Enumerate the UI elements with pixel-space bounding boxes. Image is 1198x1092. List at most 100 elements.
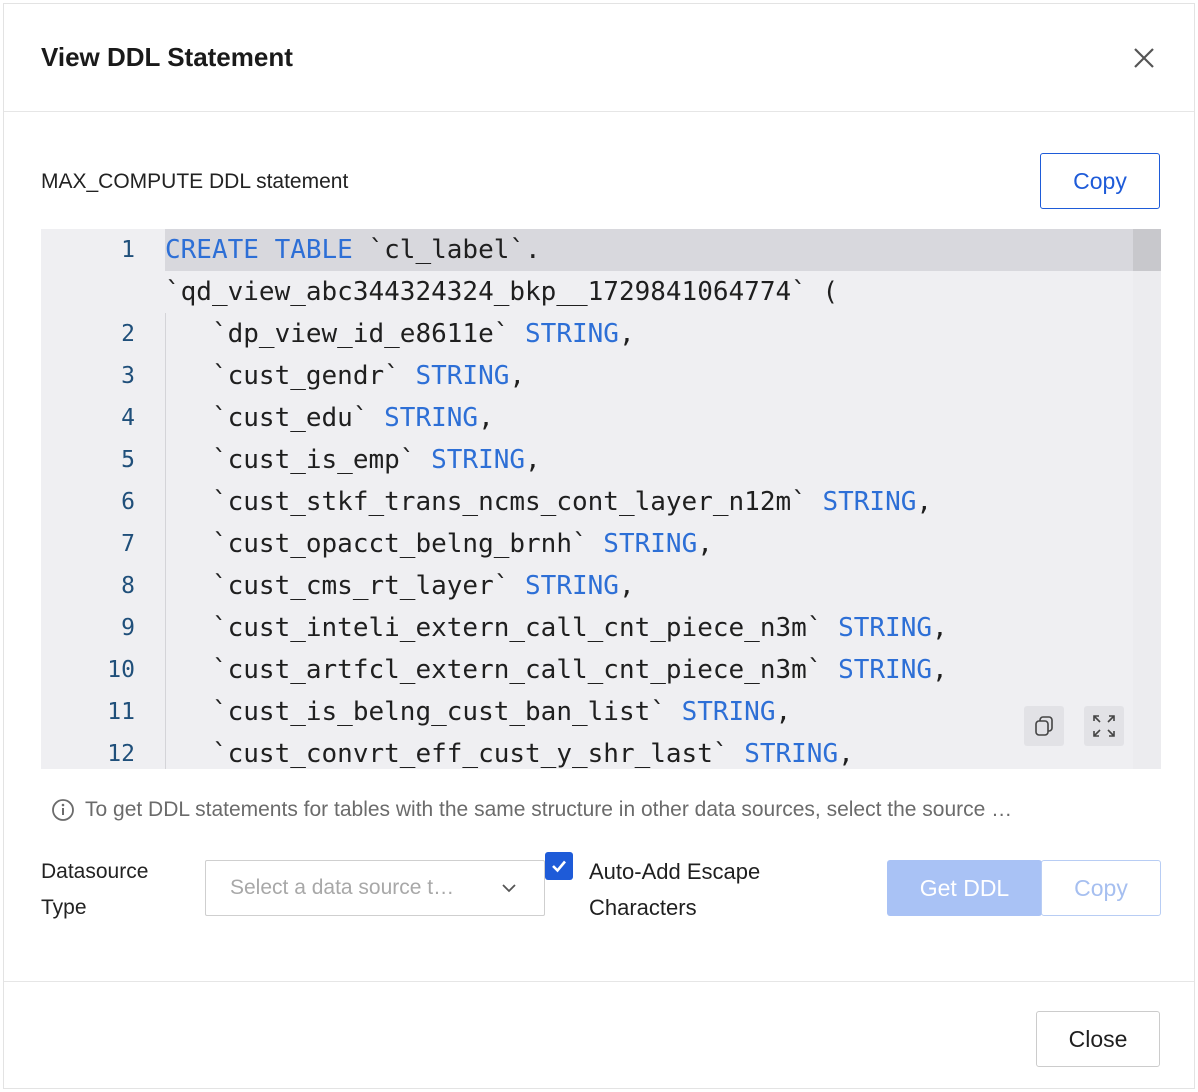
get-ddl-button[interactable]: Get DDL — [887, 860, 1042, 916]
code-line: `qd_view_abc344324324_bkp__1729841064774… — [41, 271, 1133, 313]
punctuation: , — [775, 697, 792, 727]
indent-guide — [165, 313, 166, 769]
punctuation: , — [618, 571, 635, 601]
column-type: STRING — [431, 445, 526, 475]
code-text: `cust_gendr` STRING, — [165, 355, 525, 397]
punctuation: , — [932, 613, 948, 643]
line-number: 11 — [107, 699, 135, 725]
code-line: 7 `cust_opacct_belng_brnh` STRING, — [41, 523, 1133, 565]
column-identifier: `cust_edu` — [165, 403, 385, 433]
column-type: STRING — [415, 361, 510, 391]
line-number: 4 — [121, 405, 135, 431]
auto-add-escape-checkbox[interactable] — [545, 852, 573, 880]
punctuation: , — [697, 529, 713, 559]
active-line-highlight — [165, 229, 1133, 271]
info-icon — [52, 799, 74, 821]
line-number: 6 — [121, 489, 135, 515]
info-hint: To get DDL statements for tables with th… — [51, 798, 1012, 822]
code-line: 3 `cust_gendr` STRING, — [41, 355, 1133, 397]
code-text: `cust_edu` STRING, — [165, 397, 494, 439]
view-ddl-dialog: View DDL Statement MAX_COMPUTE DDL state… — [3, 3, 1195, 1089]
code-text: CREATE TABLE `cl_label`. — [165, 229, 541, 271]
code-line: 1 CREATE TABLE `cl_label`. — [41, 229, 1133, 271]
editor-scrollbar-thumb[interactable] — [1133, 229, 1161, 271]
table-name: `cl_label`. — [352, 235, 541, 265]
copy-ddl-button[interactable]: Copy — [1040, 153, 1160, 209]
punctuation: , — [916, 487, 933, 517]
punctuation: , — [509, 361, 526, 391]
punctuation: , — [478, 403, 494, 433]
line-number: 1 — [121, 237, 135, 263]
column-type: STRING — [838, 613, 933, 643]
dialog-header: View DDL Statement — [4, 4, 1194, 112]
line-number: 12 — [107, 741, 135, 767]
column-type: STRING — [744, 739, 839, 769]
code-line: 6 `cust_stkf_trans_ncms_cont_layer_n12m`… — [41, 481, 1133, 523]
column-type: STRING — [838, 655, 933, 685]
code-text: `dp_view_id_e8611e` STRING, — [165, 313, 635, 355]
datasource-type-select[interactable]: Select a data source t… — [205, 860, 545, 916]
column-type: STRING — [681, 697, 776, 727]
close-icon[interactable] — [1130, 44, 1158, 72]
close-button[interactable]: Close — [1036, 1011, 1160, 1067]
auto-add-escape-label: Auto-Add Escape Characters — [589, 859, 761, 920]
punctuation: , — [932, 655, 948, 685]
code-line: 5 `cust_is_emp` STRING, — [41, 439, 1133, 481]
code-text: `cust_is_emp` STRING, — [165, 439, 541, 481]
column-type: STRING — [822, 487, 917, 517]
line-number: 8 — [121, 573, 135, 599]
code-line: 11 `cust_is_belng_cust_ban_list` STRING, — [41, 691, 1133, 733]
line-number: 7 — [121, 531, 135, 557]
editor-scrollbar-track[interactable] — [1133, 271, 1161, 769]
code-line: 8 `cust_cms_rt_layer` STRING, — [41, 565, 1133, 607]
code-line: 12 `cust_convrt_eff_cust_y_shr_last` STR… — [41, 733, 1133, 769]
dialog-title: View DDL Statement — [41, 42, 293, 72]
datasource-type-label: Datasource Type — [41, 860, 149, 919]
footer-divider — [4, 981, 1194, 982]
select-placeholder: Select a data source t… — [230, 876, 455, 899]
punctuation: , — [838, 739, 854, 769]
code-text: `cust_is_belng_cust_ban_list` STRING, — [165, 691, 791, 733]
info-text: To get DDL statements for tables with th… — [85, 798, 1013, 821]
sql-keyword: CREATE TABLE — [165, 235, 353, 265]
ddl-code-editor[interactable]: 1 CREATE TABLE `cl_label`. `qd_view_abc344… — [41, 229, 1161, 769]
punctuation: , — [618, 319, 635, 349]
column-identifier: `cust_is_emp` — [165, 445, 432, 475]
code-text: `cust_convrt_eff_cust_y_shr_last` STRING… — [165, 733, 854, 769]
column-identifier: `dp_view_id_e8611e` — [165, 319, 526, 349]
column-identifier: `cust_inteli_extern_call_cnt_piece_n3m` — [165, 613, 839, 643]
copy-icon[interactable] — [1024, 706, 1064, 746]
column-identifier: `cust_opacct_belng_brnh` — [165, 529, 604, 559]
line-number: 5 — [121, 447, 135, 473]
column-type: STRING — [603, 529, 698, 559]
code-text: `qd_view_abc344324324_bkp__1729841064774… — [165, 271, 838, 313]
fullscreen-icon[interactable] — [1084, 706, 1124, 746]
code-text: `cust_artfcl_extern_call_cnt_piece_n3m` … — [165, 649, 948, 691]
punctuation: , — [525, 445, 541, 475]
column-type: STRING — [384, 403, 479, 433]
column-type: STRING — [525, 319, 619, 349]
line-number: 2 — [121, 321, 135, 347]
chevron-down-icon — [502, 884, 516, 893]
column-identifier: `cust_convrt_eff_cust_y_shr_last` — [165, 739, 745, 769]
code-line: 10 `cust_artfcl_extern_call_cnt_piece_n3… — [41, 649, 1133, 691]
check-icon — [552, 860, 566, 873]
wrapped-line: `qd_view_abc344324324_bkp__1729841064774… — [165, 277, 839, 307]
column-identifier: `cust_gendr` — [165, 361, 416, 391]
line-number: 3 — [121, 363, 135, 389]
code-text: `cust_stkf_trans_ncms_cont_layer_n12m` S… — [165, 481, 932, 523]
column-identifier: `cust_cms_rt_layer` — [165, 571, 526, 601]
column-identifier: `cust_stkf_trans_ncms_cont_layer_n12m` — [165, 487, 823, 517]
code-line: 4 `cust_edu` STRING, — [41, 397, 1133, 439]
code-text: `cust_cms_rt_layer` STRING, — [165, 565, 635, 607]
column-identifier: `cust_artfcl_extern_call_cnt_piece_n3m` — [165, 655, 839, 685]
code-text: `cust_inteli_extern_call_cnt_piece_n3m` … — [165, 607, 948, 649]
code-text: `cust_opacct_belng_brnh` STRING, — [165, 523, 713, 565]
code-line: 2 `dp_view_id_e8611e` STRING, — [41, 313, 1133, 355]
code-line: 9 `cust_inteli_extern_call_cnt_piece_n3m… — [41, 607, 1133, 649]
ddl-section-label: MAX_COMPUTE DDL statement — [41, 170, 349, 193]
column-identifier: `cust_is_belng_cust_ban_list` — [165, 697, 682, 727]
line-number: 10 — [107, 657, 135, 683]
line-number: 9 — [121, 615, 135, 641]
copy-converted-ddl-button[interactable]: Copy — [1041, 860, 1161, 916]
